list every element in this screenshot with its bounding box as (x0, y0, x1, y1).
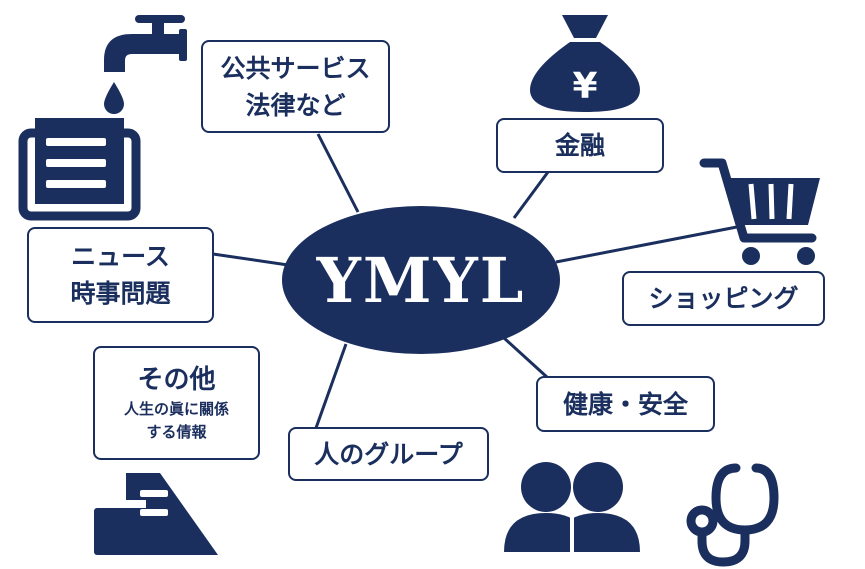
stethoscope-icon (686, 463, 779, 567)
money-bag-yen-text: ¥ (572, 66, 597, 107)
money-bag-icon: ¥ (530, 15, 640, 112)
center-ellipse (282, 206, 560, 354)
public-services-box: 公共サービス 法律など (201, 40, 390, 133)
connector-groups (314, 343, 348, 429)
finance-box: 金融 (496, 118, 664, 173)
shopping-label: ショッピング (648, 284, 799, 313)
connector-health (502, 336, 550, 380)
groups-label: 人のグループ (314, 439, 463, 469)
connector-finance (512, 171, 550, 219)
health-box: 健康・安全 (536, 376, 715, 432)
shopping-cart-icon (699, 158, 820, 265)
connector-news (212, 252, 289, 267)
other-line1: その他 (137, 365, 216, 395)
public-services-line2: 法律など (245, 90, 346, 120)
document-icon (94, 473, 218, 555)
connectors (212, 133, 743, 429)
health-label: 健康・安全 (562, 389, 688, 419)
connector-public-services (316, 133, 360, 213)
newspaper-icon (18, 118, 141, 221)
news-box: ニュース 時事問題 (27, 227, 214, 323)
other-line3: する倩報 (146, 423, 207, 441)
people-icon (504, 462, 640, 552)
other-line2: 人生の眞に關係 (123, 400, 229, 418)
finance-label: 金融 (554, 131, 605, 160)
center-label: YMYL (316, 243, 526, 317)
news-line2: 時事問題 (70, 279, 171, 308)
news-line1: ニュース (71, 242, 170, 271)
public-services-line1: 公共サービス (220, 53, 371, 83)
connector-shopping (555, 224, 743, 264)
shopping-box: ショッピング (622, 271, 825, 326)
groups-box: 人のグループ (288, 427, 489, 481)
other-box: その他 人生の眞に關係 する倩報 (93, 346, 260, 460)
faucet-icon (104, 15, 187, 114)
